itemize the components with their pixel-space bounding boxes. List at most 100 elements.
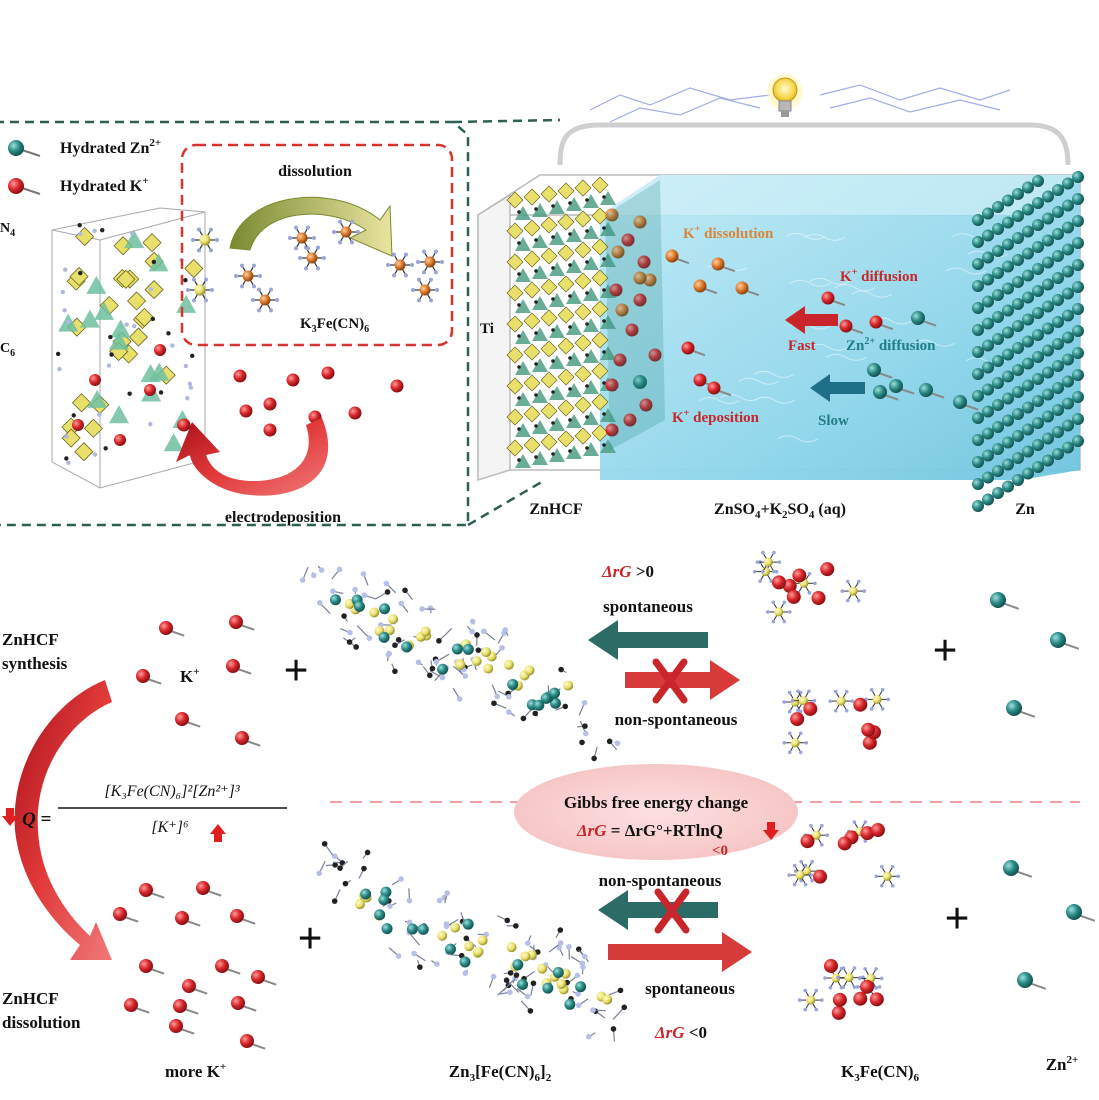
zoom-line-top [452,118,561,124]
bottom-forward-arrow [608,932,752,972]
k-atom [633,293,647,307]
dissolving-k-atom [633,215,647,229]
zn-atom [462,643,474,655]
fe-atom [602,994,613,1005]
k-atom [860,979,875,994]
k-atom [820,562,835,577]
k-atom [72,419,84,431]
k-ion [240,1034,254,1048]
k-ion [169,1019,183,1033]
k-atom [263,423,277,437]
zn-atom [417,923,429,935]
top-spontaneous-label: spontaneous [603,597,693,616]
k-atom [823,958,838,973]
zn-atom [406,923,418,935]
dissolving-k-ion [711,257,725,271]
zn-atom [507,678,519,690]
k-atom [803,701,818,716]
k-atom [623,413,637,427]
fast-arrow [785,306,838,334]
k-atom [786,589,801,604]
more-k-label: more K+ [165,1061,226,1081]
k-ion [159,621,173,635]
k-plus-label: K+ [180,666,200,686]
zn-atom-icon [8,140,24,156]
inset-dashed-border [0,120,470,527]
k-atom [286,373,300,387]
k3fecn6-cluster-top [752,550,890,755]
k-ion [235,731,249,745]
reaction-quotient-equation: Q = [K₃Fe(CN)₆]²[Zn²⁺]³ [K⁺]⁶ [2,783,287,842]
k-atom [853,697,868,712]
k-atom [621,233,635,247]
k-ion [175,712,189,726]
inset-panel: Hydrated Zn2+ Hydrated K+ N4 C6 dissolut… [0,118,561,527]
zn-ion [911,311,925,325]
slow-arrow [810,374,865,402]
dissolving-k-atom [643,273,657,287]
fe-atom [537,963,548,974]
k-ion [124,998,138,1012]
k3fecn6-molecules [186,219,444,313]
zn-ion [1017,972,1033,988]
zn-ion [1050,632,1066,648]
fe-atom [473,946,484,957]
fe-center-atom [242,270,254,282]
zn-atom [633,375,647,389]
zn-atom [378,894,390,906]
fe-atom [455,659,466,670]
q-down-arrow-icon [2,808,18,826]
lightning-glow [589,84,1011,123]
zn-ion [919,383,933,397]
fe-atom [790,738,800,748]
fe-atom [384,625,395,636]
zn-atom [329,594,341,606]
k-up-arrow-icon [210,824,226,842]
zn-atom [381,923,393,935]
fe-atom [556,979,567,990]
fe-center-atom [340,226,352,238]
k-atom [348,406,362,420]
k-atom [811,591,826,606]
svg-text:Q =: Q = [22,809,51,830]
electrolyte-label: ZnSO4+K2SO4 (aq) [714,501,846,521]
fe-atom [437,930,448,941]
zn-ion [889,379,903,393]
k-atom [263,397,277,411]
fe-atom [844,973,854,983]
k-atom [782,578,797,593]
svg-text:Hydrated Zn2+: Hydrated Zn2+ [60,137,161,157]
plus-sign: + [283,646,308,695]
legend-k: Hydrated K+ [8,175,149,195]
fe-atom [795,870,805,880]
fe-atom [831,973,841,983]
zn-ion [953,395,967,409]
top-blocked-x-icon [652,658,688,704]
dissolving-k-atom [615,303,629,317]
bottom-spontaneous-label: spontaneous [645,979,735,998]
k-atom [613,353,627,367]
k-atom [605,423,619,437]
synthesis-to-dissolution-arrow [14,680,112,960]
electrodeposition-label: electrodeposition [225,509,341,526]
k-atom [870,823,885,838]
k-atom [625,323,639,337]
zn-ion [873,385,887,399]
fe-atom [872,694,882,704]
bottom-reverse-arrow [598,890,718,930]
zn-atom [540,692,552,704]
k-atom [154,344,166,356]
zn-atom [462,918,474,930]
k-atom [862,735,877,750]
k-ion [230,909,244,923]
plus-sign: + [932,626,957,675]
k-atom [390,379,404,393]
k3fecn6-label: K3Fe(CN)6 [300,316,369,335]
znhcf-label: ZnHCF [529,501,583,518]
k-ion [196,881,210,895]
zn-atom [451,643,463,655]
zn-atom [552,966,564,978]
k-ion [226,659,240,673]
k-ion [681,341,695,355]
k-ion [136,669,150,683]
